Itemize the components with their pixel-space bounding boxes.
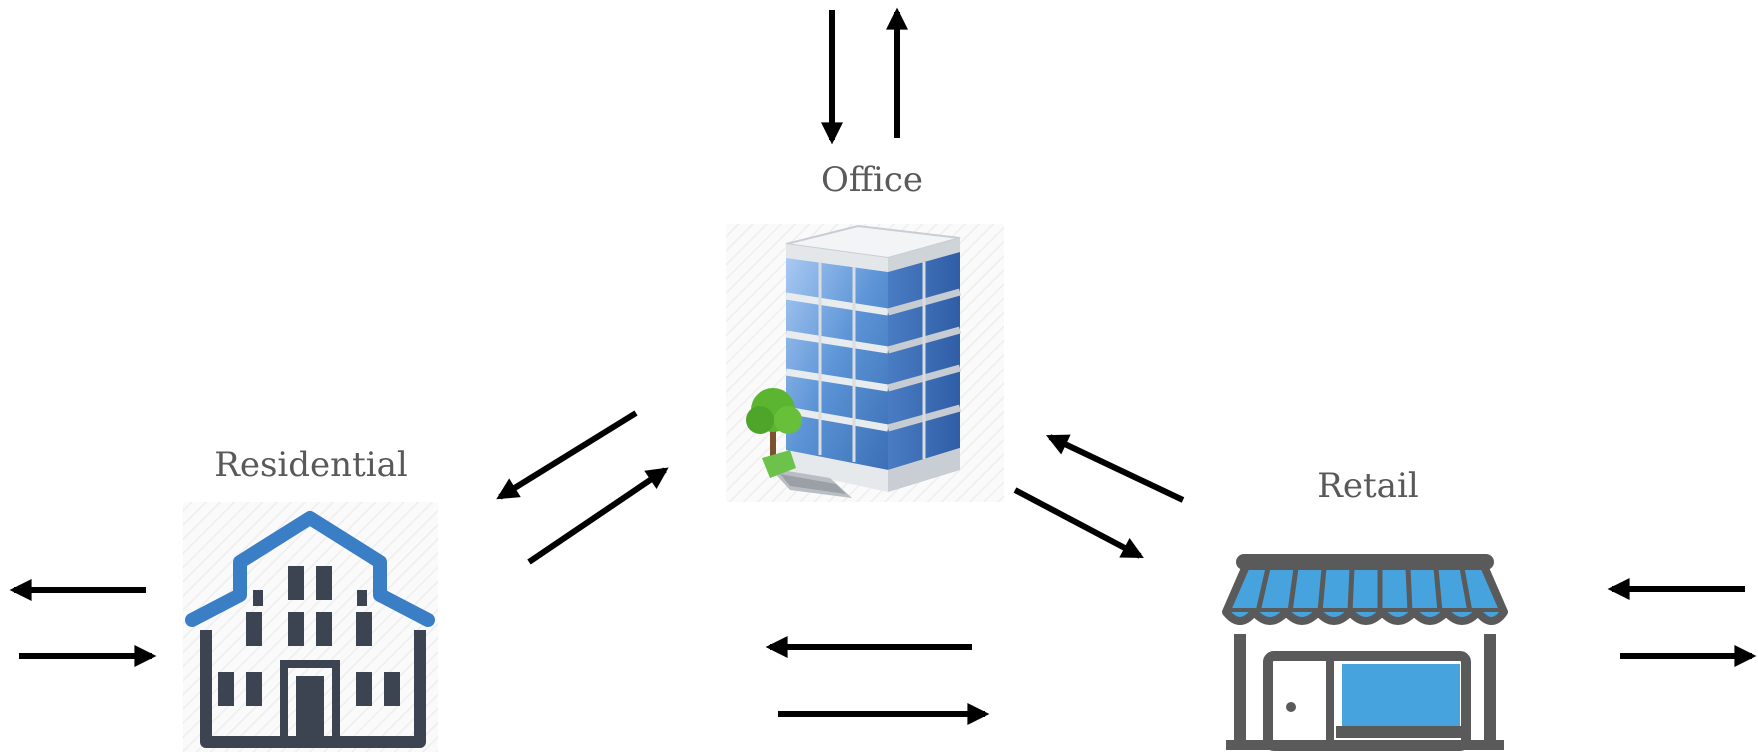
residential-house-icon xyxy=(183,502,438,752)
arrow-retail-to-office xyxy=(1046,434,1185,503)
retail-store-icon xyxy=(1222,554,1508,751)
retail-label: Retail xyxy=(1317,466,1419,506)
arrow-residential-to-office xyxy=(527,467,669,565)
arrow-office-to-residential xyxy=(496,410,638,500)
arrow-office-to-retail xyxy=(1013,487,1144,559)
arrow-group xyxy=(9,7,1757,725)
residential-label: Residential xyxy=(214,445,408,485)
office-building-icon xyxy=(726,224,1004,502)
office-label: Office xyxy=(820,160,924,200)
